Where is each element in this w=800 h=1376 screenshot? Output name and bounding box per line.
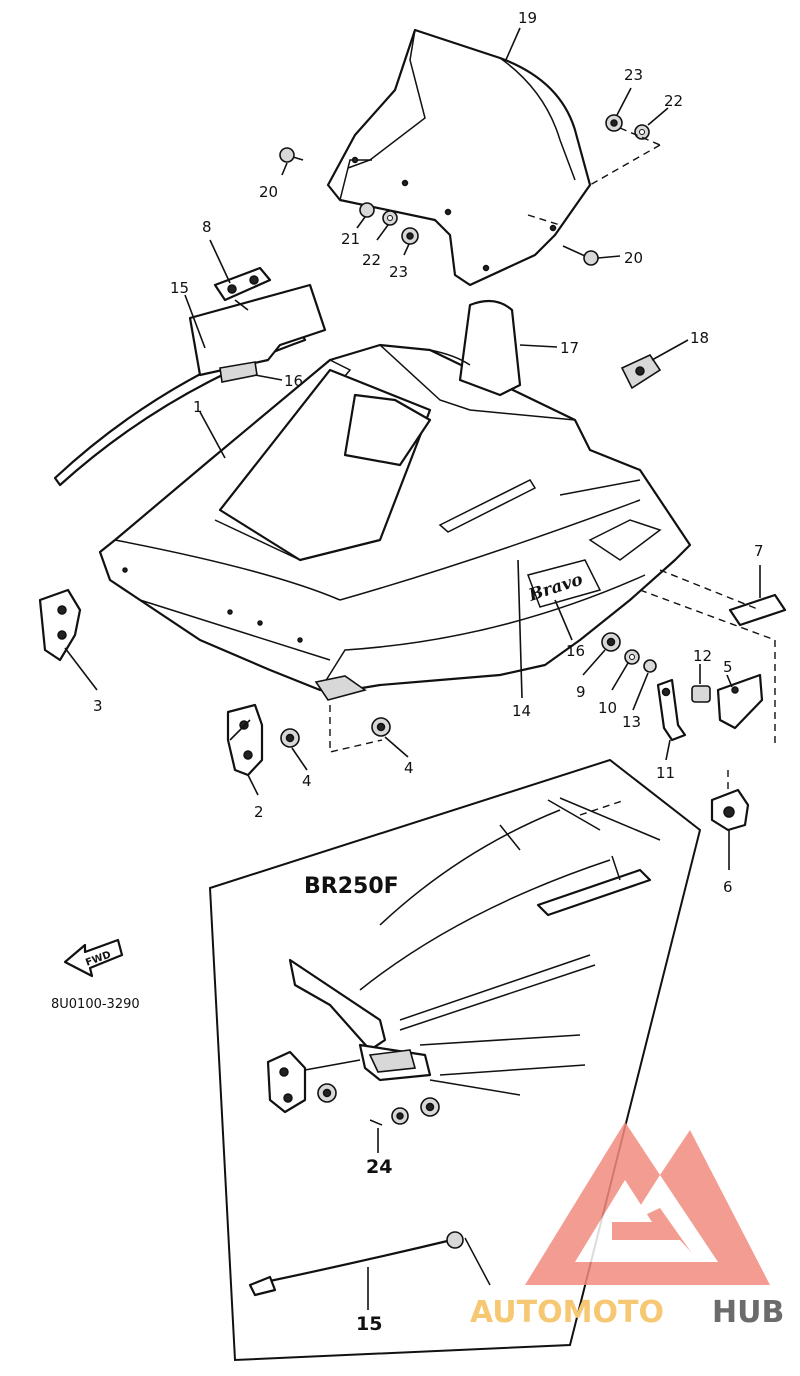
label-24: 24 (366, 1156, 392, 1178)
label-5: 5 (723, 658, 733, 676)
callout-labels: 19 23 22 20 21 22 23 20 8 15 16 17 18 1 … (51, 9, 764, 1335)
label-7: 7 (754, 542, 764, 560)
brand-text-automoto: AUTOMOTO (470, 1295, 664, 1330)
washer-13 (643, 659, 657, 673)
fwd-arrow: FWD (63, 938, 124, 978)
br250f-inset (208, 758, 702, 1362)
label-23a: 23 (624, 66, 643, 84)
label-4a: 4 (302, 772, 312, 790)
brand-text-hub: HUB (712, 1295, 784, 1330)
windshield-hardware (279, 114, 661, 266)
washer-22-lower (382, 210, 398, 226)
spacer-12 (691, 685, 711, 703)
nut-23-upper (605, 114, 623, 132)
label-3: 3 (93, 697, 103, 715)
label-12: 12 (693, 647, 712, 665)
nut-4-right (371, 717, 391, 737)
label-18: 18 (690, 329, 709, 347)
backrest (429, 299, 522, 397)
automotohub-logo-icon (525, 1122, 770, 1285)
windshield (326, 28, 592, 287)
diagram-code: 8U0100-3290 (51, 997, 140, 1012)
label-15a: 15 (170, 279, 189, 297)
label-20b: 20 (624, 249, 643, 267)
washer-10 (624, 649, 640, 665)
label-13: 13 (622, 713, 641, 731)
hinge-2 (226, 703, 264, 777)
label-11: 11 (656, 764, 675, 782)
label-16a: 16 (284, 372, 303, 390)
nut-9 (601, 632, 621, 652)
label-15b: 15 (356, 1313, 382, 1335)
hinge-3 (38, 588, 82, 662)
bolt-20-lower (562, 245, 599, 266)
hood (98, 343, 692, 701)
label-10: 10 (598, 699, 617, 717)
washer-21 (359, 202, 375, 218)
label-19: 19 (518, 9, 537, 27)
label-14: 14 (512, 702, 531, 720)
label-20a: 20 (259, 183, 278, 201)
label-23b: 23 (389, 263, 408, 281)
bolt-20-upper (279, 147, 304, 163)
label-21: 21 (341, 230, 360, 248)
label-2: 2 (254, 803, 264, 821)
label-22a: 22 (664, 92, 683, 110)
nut-4-left (280, 728, 300, 748)
handle-7 (728, 565, 787, 627)
label-22b: 22 (362, 251, 381, 269)
label-8: 8 (202, 218, 212, 236)
emblem-18 (620, 353, 662, 390)
label-1: 1 (193, 398, 203, 416)
leader-lines (64, 27, 733, 1310)
variant-label: BR250F (304, 874, 399, 899)
arm-11 (656, 678, 687, 742)
nut-23-lower (401, 227, 419, 245)
washer-22-upper (634, 124, 650, 140)
decal-plate (188, 283, 327, 383)
label-16b: 16 (566, 642, 585, 660)
label-6: 6 (723, 878, 733, 896)
label-9: 9 (576, 683, 586, 701)
label-4b: 4 (404, 759, 414, 777)
latch-8 (213, 266, 272, 311)
bracket-5 (716, 673, 764, 730)
latch-6 (710, 770, 750, 832)
label-17: 17 (560, 339, 579, 357)
automotohub-watermark: AUTOMOTO HUB (470, 1122, 784, 1330)
